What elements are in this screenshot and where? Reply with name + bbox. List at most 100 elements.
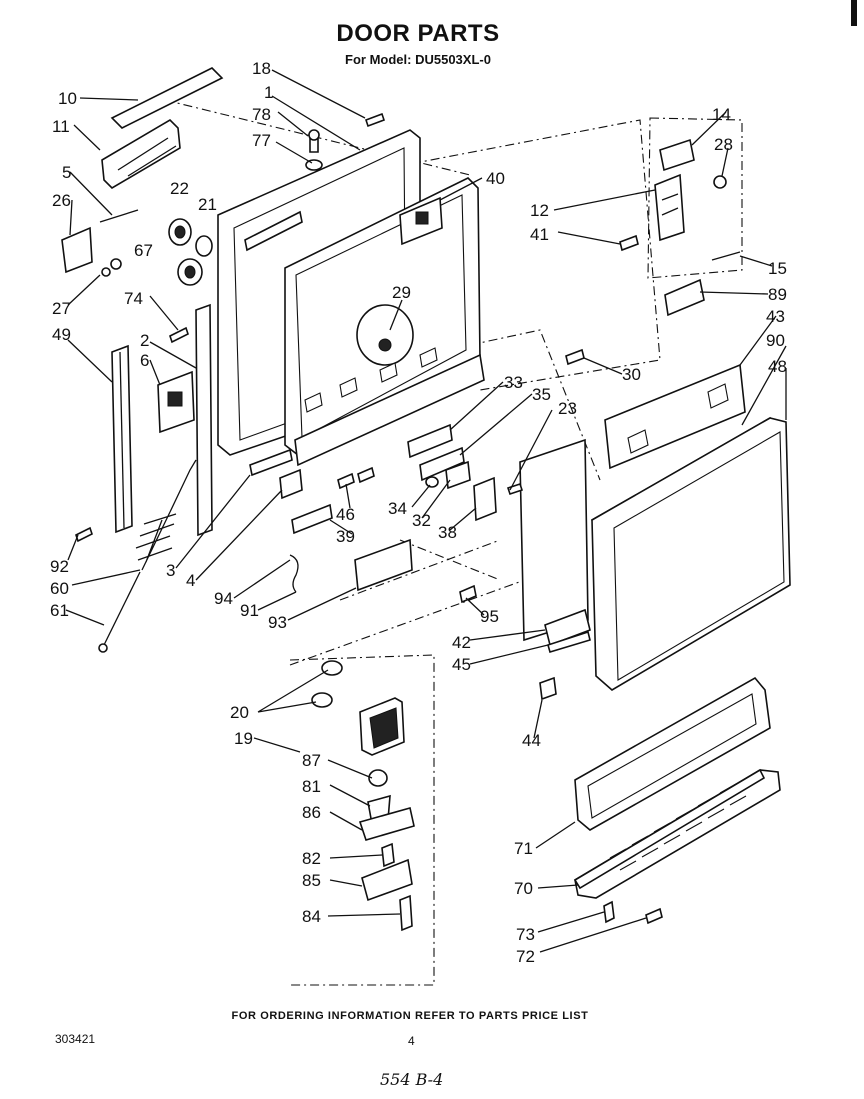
- document-number: 303421: [55, 1032, 96, 1046]
- rail-tabs: [304, 347, 438, 413]
- part-base-85: [361, 858, 413, 902]
- bracket-detail: [117, 137, 177, 177]
- callout-81: 81: [302, 777, 321, 796]
- top-latch-slot: [244, 210, 303, 252]
- callout-70: 70: [514, 879, 533, 898]
- part-hinge-bracket-14: [659, 138, 695, 172]
- callout-95: 95: [480, 607, 499, 626]
- callout-14: 14: [712, 105, 731, 124]
- part-panel-23: [519, 438, 589, 642]
- callout-92: 92: [50, 557, 69, 576]
- part-pin-15: [711, 251, 741, 261]
- callout-39: 39: [336, 527, 355, 546]
- roller-hub: [184, 265, 196, 279]
- part-bracket-93: [354, 538, 413, 592]
- callout-72: 72: [516, 947, 535, 966]
- assembly-line: [469, 329, 601, 481]
- callout-30: 30: [622, 365, 641, 384]
- part-bracket-33: [407, 423, 453, 459]
- part-hinge-arm-89: [664, 278, 705, 317]
- callout-49: 49: [52, 325, 71, 344]
- callout-18: 18: [252, 59, 271, 78]
- outer-door-panel-face: [613, 431, 785, 681]
- part-spring-60: [135, 511, 177, 571]
- part-knob-87: [368, 769, 388, 787]
- callout-93: 93: [268, 613, 287, 632]
- callout-84: 84: [302, 907, 321, 926]
- callout-1: 1: [264, 83, 273, 102]
- callout-86: 86: [302, 803, 321, 822]
- part-screw-82: [381, 842, 395, 868]
- panel-43-tabs: [627, 383, 729, 454]
- channel-edge: [119, 351, 125, 529]
- spring-hook: [169, 459, 197, 513]
- callout-46: 46: [336, 505, 355, 524]
- callout-73: 73: [516, 925, 535, 944]
- callout-29: 29: [392, 283, 411, 302]
- callout-34: 34: [388, 499, 407, 518]
- part-strip-2: [195, 303, 213, 537]
- callout-91: 91: [240, 601, 259, 620]
- switch-face: [369, 707, 399, 749]
- page-number: 4: [408, 1034, 415, 1048]
- callout-15: 15: [768, 259, 787, 278]
- callout-87: 87: [302, 751, 321, 770]
- part-washer-20a: [321, 660, 343, 676]
- part-strip-3: [249, 448, 293, 477]
- callout-4: 4: [186, 571, 195, 590]
- callout-33: 33: [504, 373, 523, 392]
- callout-12: 12: [530, 201, 549, 220]
- callout-27: 27: [52, 299, 71, 318]
- plate-window: [167, 391, 183, 407]
- callout-61: 61: [50, 601, 69, 620]
- part-screw-27b: [101, 267, 111, 277]
- cable-end: [98, 643, 108, 653]
- callout-10: 10: [58, 89, 77, 108]
- part-washer-20b: [311, 692, 333, 708]
- callout-26: 26: [52, 191, 71, 210]
- part-screw-44: [539, 676, 557, 701]
- callout-19: 19: [234, 729, 253, 748]
- callout-20: 20: [230, 703, 249, 722]
- screw-23: [506, 482, 524, 496]
- callout-60: 60: [50, 579, 69, 598]
- callout-6: 6: [140, 351, 149, 370]
- part-screw-84: [399, 894, 413, 932]
- callout-82: 82: [302, 849, 321, 868]
- callout-22: 22: [170, 179, 189, 198]
- hinge-detail: [661, 193, 679, 216]
- part-hinge-4: [279, 468, 303, 500]
- part-screw-92: [75, 526, 93, 543]
- bottom-rail: [294, 353, 485, 467]
- callout-78: 78: [252, 105, 271, 124]
- part-washer-34: [425, 476, 439, 488]
- part-screws-46: [337, 466, 375, 490]
- part-clip-26: [61, 226, 93, 274]
- callout-41: 41: [530, 225, 549, 244]
- part-plate-86: [358, 807, 415, 841]
- callout-89: 89: [768, 285, 787, 304]
- vent-opening: [415, 211, 429, 225]
- part-screw-41: [619, 234, 639, 252]
- assembly-line: [399, 539, 501, 581]
- callout-5: 5: [62, 163, 71, 182]
- scan-edge-mark: [851, 0, 857, 26]
- part-clip-32: [445, 460, 471, 490]
- leader-lines: [65, 69, 787, 953]
- callout-2: 2: [140, 331, 149, 350]
- part-screw-27: [110, 258, 122, 270]
- part-screw-95: [459, 584, 477, 604]
- roller-hub: [174, 225, 186, 239]
- part-rail-45: [547, 630, 591, 653]
- callout-77: 77: [252, 131, 271, 150]
- callout-38: 38: [438, 523, 457, 542]
- callout-85: 85: [302, 871, 321, 890]
- callout-32: 32: [412, 511, 431, 530]
- callout-35: 35: [532, 385, 551, 404]
- part-screw-74: [169, 326, 189, 344]
- vent-slots: [609, 783, 747, 871]
- part-screw-30: [565, 348, 585, 366]
- page-title: DOOR PARTS: [336, 20, 500, 47]
